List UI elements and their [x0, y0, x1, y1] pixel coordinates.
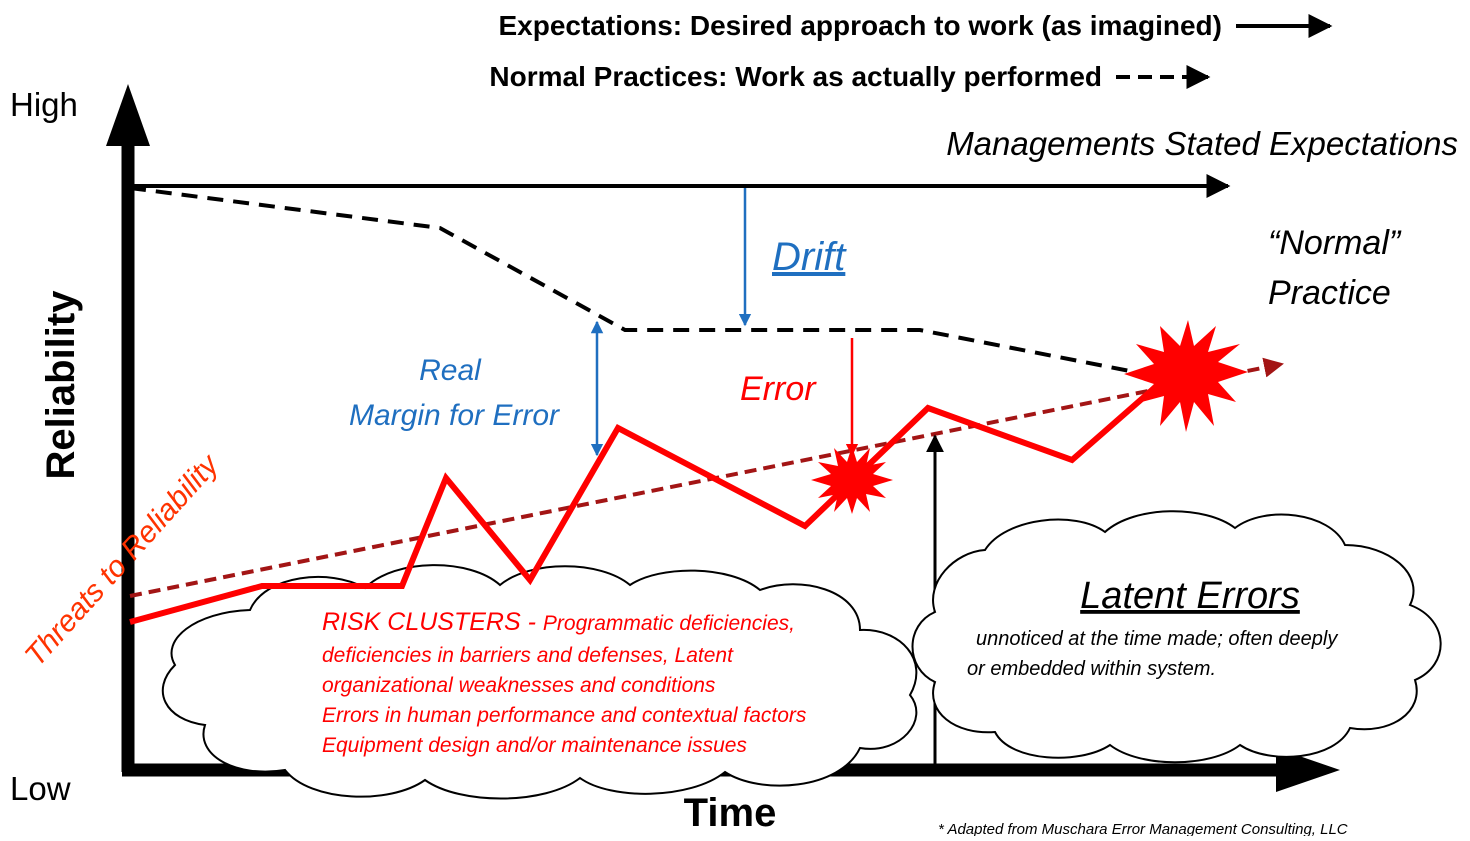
normal-practice-line [129, 186, 1136, 374]
margin-label-2: Margin for Error [349, 399, 560, 432]
error-burst-small [811, 446, 893, 514]
risk-clusters-heading: RISK CLUSTERS [322, 608, 521, 636]
risk-clusters-line3: organizational weaknesses and conditions [322, 674, 716, 697]
risk-clusters-line1: RISK CLUSTERS - Programmatic deficiencie… [322, 608, 795, 636]
error-label: Error [740, 370, 817, 408]
latent-errors-line1: unnoticed at the time made; often deeply [976, 628, 1338, 650]
legend-normal-text: Normal Practices: Work as actually perfo… [489, 61, 1102, 92]
latent-errors-title: Latent Errors [1080, 575, 1300, 617]
y-axis-high-label: High [10, 86, 78, 123]
y-axis-arrowhead [106, 84, 150, 146]
risk-clusters-line2: deficiencies in barriers and defenses, L… [322, 644, 734, 667]
y-axis-low-label: Low [10, 770, 71, 807]
latent-errors-line2: or embedded within system. [967, 658, 1216, 680]
margin-label-1: Real [419, 354, 482, 387]
footnote: * Adapted from Muschara Error Management… [938, 821, 1348, 836]
x-axis-title: Time [684, 791, 777, 835]
management-expectations-label: Managements Stated Expectations [946, 125, 1458, 162]
x-axis-arrowhead [1276, 748, 1340, 792]
risk-clusters-line5: Equipment design and/or maintenance issu… [322, 734, 747, 757]
error-burst-large [1124, 320, 1248, 432]
risk-clusters-line4: Errors in human performance and contextu… [322, 704, 807, 727]
legend-expectations-text: Expectations: Desired approach to work (… [498, 10, 1222, 41]
risk-clusters-dash: - [521, 608, 543, 636]
drift-label: Drift [772, 235, 847, 279]
risk-clusters-line1-tail: Programmatic deficiencies, [543, 612, 795, 635]
y-axis-title: Reliability [39, 290, 83, 480]
threats-trend-line [129, 357, 1284, 598]
normal-practice-label-2: Practice [1268, 274, 1391, 312]
reliability-line [129, 373, 1170, 625]
normal-practice-label-1: “Normal” [1268, 224, 1402, 262]
latent-errors-cloud [911, 510, 1442, 764]
